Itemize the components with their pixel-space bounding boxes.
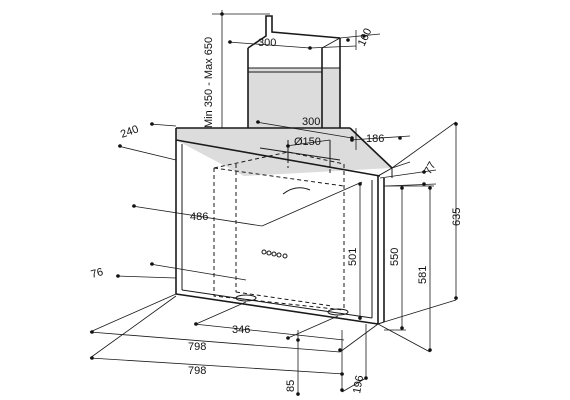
dim-top-side-depth: 186: [349, 128, 411, 150]
label-hood-top-width: 300: [302, 116, 320, 128]
label-control-height: 501: [347, 248, 359, 266]
label-base-height: 85: [285, 380, 297, 392]
dim-hood-top-width: 300: [255, 116, 354, 140]
label-chimney-height: Min 350 - Max 650: [203, 37, 215, 128]
dim-base-depth: 196: [340, 324, 368, 395]
label-bottom-width-lower: 798: [188, 365, 206, 377]
dim-chimney-width: 300: [227, 37, 357, 50]
label-inner-width: 486: [190, 211, 208, 223]
chimney-top-side: [321, 37, 341, 49]
label-chimney-depth: 160: [356, 27, 375, 49]
chimney: [247, 15, 341, 140]
dim-glass-offset: 77: [379, 160, 439, 187]
control-button-3: [271, 251, 277, 257]
dim-inner-width: 486: [131, 181, 363, 227]
dim-front-height: 550: [384, 185, 406, 331]
dim-duct-diameter: Ø150: [285, 136, 331, 148]
dim-total-height: 635: [383, 121, 463, 323]
label-top-side-depth: 186: [366, 133, 384, 145]
label-bottom-offset: 76: [90, 266, 105, 281]
dim-inner-bottom-width: 346: [193, 301, 345, 341]
label-chimney-width: 300: [258, 37, 276, 49]
light-right-icon: [327, 308, 349, 316]
light-left-icon: [235, 294, 257, 302]
logo-arc: [282, 187, 311, 195]
dim-base-height: 85: [285, 330, 300, 396]
dim-control-height: 501: [347, 184, 362, 320]
label-glass-offset: 77: [422, 160, 439, 177]
label-base-depth: 196: [351, 374, 366, 394]
label-left-offset: 240: [119, 123, 140, 141]
hood-internal-dashed: [213, 151, 345, 311]
chimney-shade: [248, 68, 340, 140]
control-button-5: [282, 253, 288, 259]
extension-lines: [377, 161, 431, 353]
hood-top: [175, 127, 393, 177]
label-duct-diameter: Ø150: [294, 136, 321, 148]
dim-bottom-offset: 76: [90, 262, 247, 281]
dim-left-offset: 240: [117, 122, 177, 161]
label-total-height: 635: [451, 208, 463, 226]
label-inner-bottom-width: 346: [232, 324, 250, 336]
label-front-height: 550: [389, 248, 401, 266]
control-button-1: [261, 249, 267, 255]
control-panel: [261, 249, 288, 259]
label-side-height: 581: [417, 266, 429, 284]
control-button-4: [276, 252, 282, 258]
label-bottom-width-upper: 798: [188, 341, 206, 353]
chimney-top-bracket: [247, 15, 341, 49]
dim-bottom-width-lower: 798: [89, 295, 345, 377]
dim-side-height: 581: [406, 185, 434, 352]
control-button-2: [266, 250, 272, 256]
